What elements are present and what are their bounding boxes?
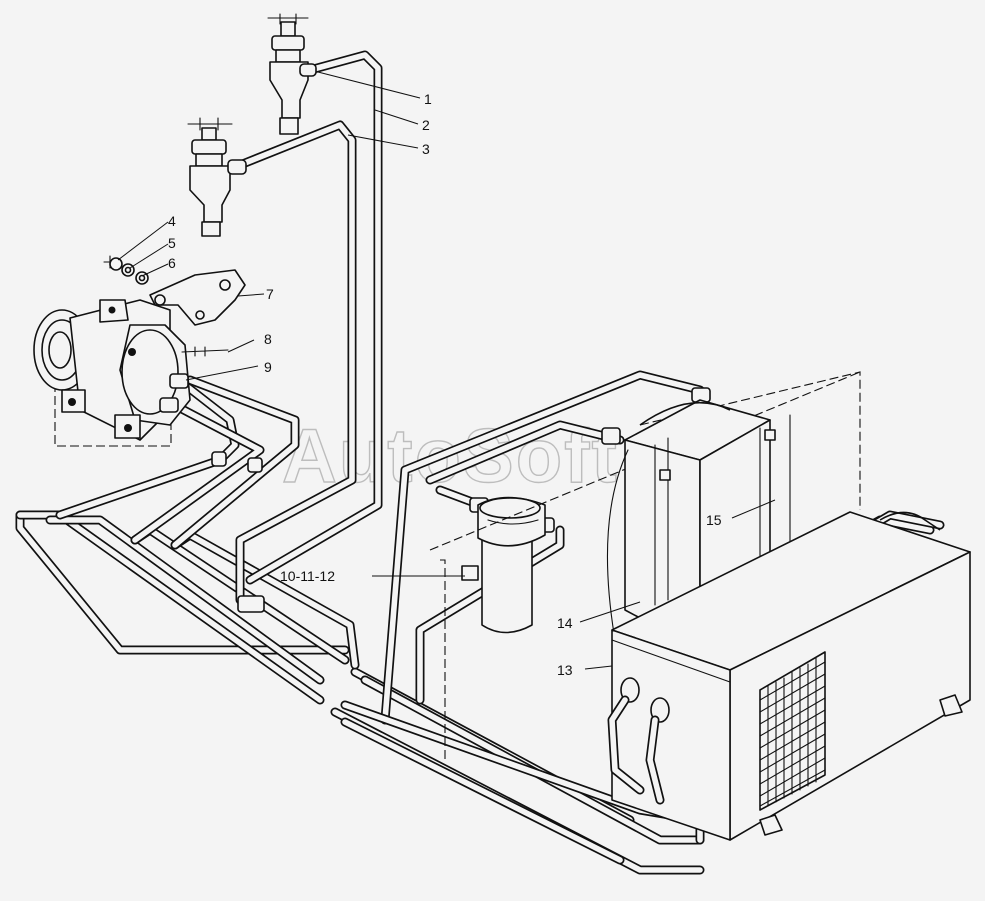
callout-9: 9 (264, 359, 272, 375)
callout-3: 3 (422, 141, 430, 157)
callout-7: 7 (266, 286, 274, 302)
callout-6: 6 (168, 255, 176, 271)
callout-10-11-12: 10-11-12 (280, 568, 335, 584)
callout-1: 1 (424, 91, 432, 107)
callout-8: 8 (264, 331, 272, 347)
callout-4: 4 (168, 213, 176, 229)
callout-5: 5 (168, 235, 176, 251)
injector-valve-upper (267, 13, 317, 135)
callout-13: 13 (557, 662, 573, 678)
pipe-pump-right (130, 403, 265, 545)
callout-2: 2 (422, 117, 430, 133)
bolt-nut-washer (103, 255, 149, 285)
pipe-bottom-run-1 (15, 510, 705, 875)
callout-leaders (117, 71, 776, 670)
injector-valve-lower (187, 117, 247, 237)
oil-filter (429, 371, 861, 760)
oil-cooler (607, 511, 971, 841)
callout-15: 15 (706, 512, 722, 528)
pipe-network (15, 50, 945, 875)
hydraulic-pump (33, 299, 229, 447)
mounting-bracket (149, 269, 246, 326)
callout-labels: 1 2 3 4 5 6 7 8 9 10-11-12 13 14 15 (168, 91, 722, 678)
callout-14: 14 (557, 615, 573, 631)
